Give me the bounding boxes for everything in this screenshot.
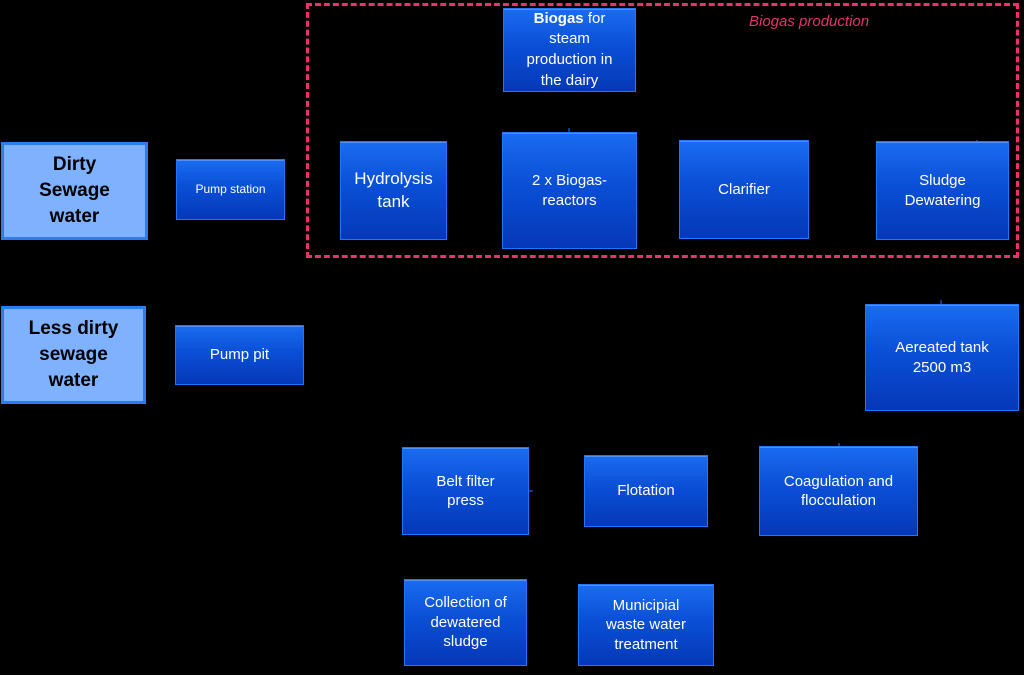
flotation-label: Flotation <box>617 482 675 500</box>
region-label: Biogas production <box>749 13 870 30</box>
hydrolysis-tank-node[interactable]: Hydrolysis tank <box>340 141 447 240</box>
clarifier-label: Clarifier <box>718 180 770 198</box>
sludge-dewatering-label: Sludge Dewatering <box>904 172 981 209</box>
pump-station-label: Pump station <box>195 181 266 196</box>
biogas-production-region <box>306 3 1019 258</box>
pump-station-node[interactable]: Pump station <box>176 159 285 220</box>
sludge-collection-label: Collection of dewatered sludge <box>424 594 507 651</box>
biogas-output-bold: Biogas <box>533 9 584 27</box>
source-less-dirty-sewage[interactable]: Less dirty sewage water <box>1 306 146 404</box>
coagulation-flocculation-label: Coagulation and flocculation <box>783 472 894 510</box>
pump-pit-node[interactable]: Pump pit <box>175 325 304 385</box>
biogas-output-label: Biogas for steam production in the dairy <box>518 9 621 92</box>
aerated-tank-node[interactable]: Aereated tank 2500 m3 <box>865 304 1019 411</box>
sludge-dewatering-node[interactable]: Sludge Dewatering <box>876 141 1009 240</box>
municipal-treatment-label: Municipial waste water treatment <box>605 596 687 653</box>
sludge-collection-node[interactable]: Collection of dewatered sludge <box>404 579 527 666</box>
belt-filter-press-node[interactable]: Belt filter press <box>402 447 529 535</box>
coagulation-flocculation-node[interactable]: Coagulation and flocculation <box>759 446 918 536</box>
biogas-reactors-node[interactable]: 2 x Biogas-reactors <box>502 132 637 249</box>
source-dirty-sewage-label: Dirty Sewage water <box>39 153 110 228</box>
belt-filter-press-label: Belt filter press <box>436 472 495 510</box>
biogas-output-rest: for steam production in the dairy <box>526 9 613 89</box>
biogas-reactors-label: 2 x Biogas-reactors <box>531 172 608 209</box>
source-less-dirty-label: Less dirty sewage water <box>28 317 119 392</box>
hydrolysis-tank-label: Hydrolysis tank <box>354 169 433 211</box>
pump-pit-label: Pump pit <box>209 346 270 364</box>
biogas-output-node[interactable]: Biogas for steam production in the dairy <box>503 8 636 92</box>
clarifier-node[interactable]: Clarifier <box>679 140 809 239</box>
source-dirty-sewage[interactable]: Dirty Sewage water <box>1 142 148 240</box>
aerated-tank-label: Aereated tank 2500 m3 <box>895 339 989 376</box>
flotation-node[interactable]: Flotation <box>584 455 708 527</box>
municipal-treatment-node[interactable]: Municipial waste water treatment <box>578 584 714 666</box>
